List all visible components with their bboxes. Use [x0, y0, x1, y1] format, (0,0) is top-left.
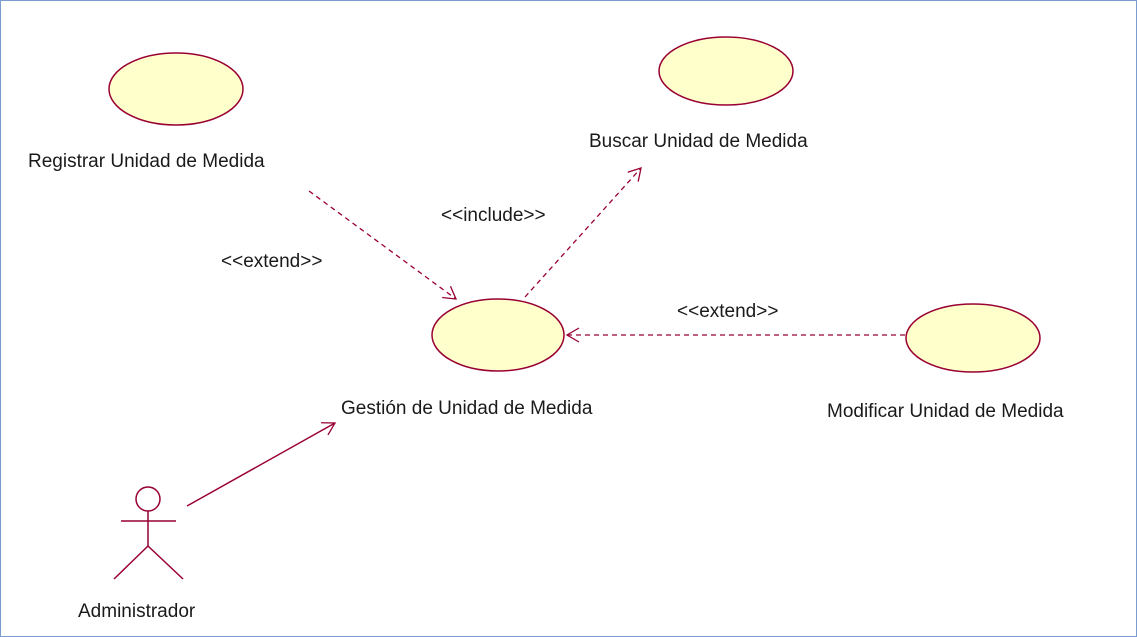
extend-registrar-arrow[interactable] — [308, 190, 458, 300]
include-buscar-stereotype: <<include>> — [441, 205, 546, 226]
actor-administrador-label: Administrador — [78, 601, 196, 622]
use-case-buscar-label: Buscar Unidad de Medida — [589, 131, 808, 152]
use-case-registrar-label: Registrar Unidad de Medida — [28, 151, 265, 172]
use-case-buscar-ellipse[interactable] — [658, 36, 794, 106]
association-actor-arrow[interactable] — [186, 422, 337, 507]
use-case-modificar-ellipse[interactable] — [905, 303, 1041, 373]
actor-administrador-figure[interactable] — [113, 486, 184, 580]
extend-modificar-stereotype: <<extend>> — [677, 301, 779, 322]
use-case-gestion-ellipse[interactable] — [431, 298, 565, 372]
extend-registrar-stereotype: <<extend>> — [221, 251, 323, 272]
use-case-modificar-label: Modificar Unidad de Medida — [827, 401, 1064, 422]
use-case-registrar-ellipse[interactable] — [108, 52, 244, 126]
include-buscar-arrow[interactable] — [524, 167, 642, 298]
use-case-gestion-label: Gestión de Unidad de Medida — [341, 398, 593, 419]
